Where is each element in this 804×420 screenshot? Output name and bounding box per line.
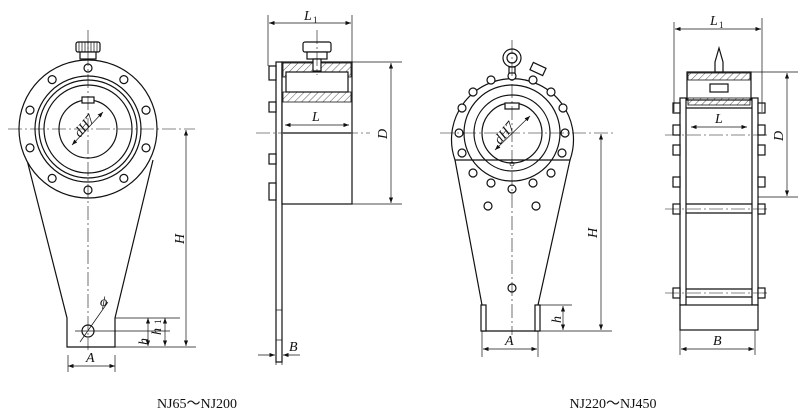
bolt-hole (528, 178, 538, 188)
bolt-hole (486, 178, 496, 188)
flange-bolt-holes (25, 63, 151, 195)
grease-nipple (714, 45, 724, 73)
l1-subscript: 1 (313, 15, 318, 25)
bolt-hole (483, 201, 493, 211)
bolt-hole (119, 173, 129, 183)
bolt-hole (546, 168, 556, 178)
l-label: L (714, 112, 723, 127)
bolt-hole (558, 103, 568, 113)
bolt-hole (47, 173, 57, 183)
bolt-head (757, 102, 766, 114)
l1-label: L (709, 14, 718, 29)
bolt-hole (141, 143, 151, 153)
bolt-head (672, 176, 681, 188)
h-label: h (137, 338, 152, 345)
b-label: B (713, 334, 722, 349)
fig1-front-view: dH7 H ϕ h h 1 A (8, 30, 196, 372)
hole-diameter-label: ϕ (100, 295, 107, 310)
width-label: A (85, 351, 95, 366)
height-label: H (173, 233, 188, 245)
bolt-head (672, 102, 681, 114)
bolt-head (672, 144, 681, 156)
bolt-hole (25, 105, 35, 115)
caption-nj65-nj200: NJ65～NJ200 (157, 397, 237, 412)
bolt-head (757, 124, 766, 136)
bolt-head (757, 176, 766, 188)
bolt-hole (141, 105, 151, 115)
side-bolts (268, 65, 283, 341)
bolt-hole (486, 75, 496, 85)
d-label: D (772, 131, 787, 142)
fig1-side-view: L 1 L D B (256, 9, 402, 365)
bolt-hole (546, 87, 556, 97)
bolt-hole (47, 75, 57, 85)
height-label: H (586, 227, 601, 239)
arm-bolt-holes (454, 71, 570, 293)
bolt-hole (119, 75, 129, 85)
l-label: L (311, 110, 320, 125)
frame-post-left (679, 97, 687, 306)
bolt-head (672, 124, 681, 136)
torque-arm-outline (26, 159, 154, 348)
h1-label: h (150, 328, 165, 335)
base (679, 304, 759, 331)
d-label: D (376, 129, 391, 140)
caption-nj220-nj450: NJ220～NJ450 (569, 397, 656, 412)
grease-fitting (529, 61, 547, 77)
fig2-side-view: L 1 L D B (665, 14, 798, 355)
arm-plate (275, 61, 283, 363)
bolt-hole (457, 103, 467, 113)
h-label: h (550, 316, 565, 323)
frame-bolts (672, 102, 766, 299)
bolt-hole (25, 143, 35, 153)
width-label: A (504, 334, 514, 349)
bolt-hole (457, 148, 467, 158)
bolt-hole (468, 168, 478, 178)
l1-subscript: 1 (719, 20, 724, 30)
h1-subscript: 1 (153, 320, 163, 325)
bolt-hole (531, 201, 541, 211)
fig2-front-view: H h dH7 dH7 A (440, 40, 615, 357)
b-label: B (289, 340, 298, 355)
bolt-hole (528, 75, 538, 85)
frame-post-right (751, 97, 759, 306)
bolt-head (757, 144, 766, 156)
bolt-hole (468, 87, 478, 97)
l1-label: L (303, 9, 312, 24)
bolt-hole (557, 148, 567, 158)
